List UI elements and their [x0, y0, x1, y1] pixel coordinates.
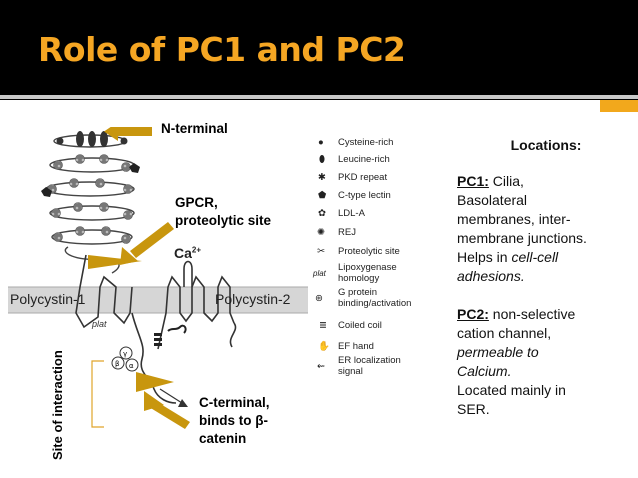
arrow-c-terminal: [144, 391, 190, 429]
slide-title: Role of PC1 and PC2: [38, 30, 406, 69]
pc2-italic: Calcium.: [457, 363, 512, 379]
pc1-transmembrane-path: [75, 254, 133, 329]
site-of-interaction-label: Site of interaction: [50, 350, 65, 460]
pc2-line: Located mainly in: [457, 382, 566, 398]
legend-label: LDL-A: [338, 208, 365, 219]
svg-text:α: α: [129, 362, 134, 370]
pc2-italic: permeable to: [457, 344, 539, 360]
ef-hand-segment: [167, 324, 187, 334]
pc1-line: Cilia,: [492, 173, 524, 189]
legend-label: PKD repeat: [338, 172, 388, 183]
c-type-lectin-segments: [41, 163, 140, 197]
ef-hand-icon: ✋: [318, 341, 330, 352]
arrow-gpcr: [120, 222, 174, 265]
ldl-a-icon: ✿: [318, 208, 326, 219]
svg-text:β: β: [115, 360, 119, 368]
arrow-n-terminal: [104, 127, 152, 141]
pc2-line: SER.: [457, 401, 490, 417]
membrane-band: [8, 287, 308, 313]
locations-heading: Locations:: [510, 137, 582, 153]
pc1-extracellular-chain: [45, 134, 135, 274]
legend-label: REJ: [338, 227, 356, 238]
pc1-location-block: PC1: Cilia, Basolateral membranes, inter…: [457, 172, 635, 286]
c-terminal-label-line3: catenin: [199, 431, 247, 446]
pc1-line: Helps in: [457, 249, 508, 265]
proteolytic-wedge: [88, 255, 142, 269]
cysteine-rich-icon: ●: [318, 137, 324, 148]
pc1-line: membranes, inter-: [457, 211, 571, 227]
rej-icon: ✺: [317, 227, 325, 238]
legend-label: Coiled coil: [338, 320, 382, 331]
plat-icon: plat: [313, 269, 326, 278]
gpcr-label-line1: GPCR,: [175, 195, 218, 210]
legend-label: homology: [338, 273, 380, 284]
svg-text:γ: γ: [123, 350, 127, 358]
n-terminal-label: N-terminal: [161, 121, 228, 136]
er-localization-icon: ⇜: [317, 361, 325, 372]
pc2-location-block: PC2: non-selective cation channel, perme…: [457, 305, 635, 419]
legend-label: binding/activation: [338, 298, 412, 309]
legend-label: EF hand: [338, 341, 374, 352]
legend-label: Leucine-rich: [338, 154, 390, 165]
pc1-italic: cell-cell: [511, 249, 559, 265]
c-terminal-label-line1: C-terminal,: [199, 395, 270, 410]
proteolytic-site-icon: ✂: [317, 246, 325, 257]
polycystin2-label: Polycystin-2: [215, 291, 291, 307]
leucine-rich-segments: [56, 131, 128, 147]
legend-label: Lipoxygenase: [338, 262, 397, 273]
polycystin1-label: Polycystin-1: [10, 291, 86, 307]
legend-label: Proteolytic site: [338, 246, 400, 257]
legend-label: signal: [338, 366, 363, 377]
locations-panel: Locations: PC1: Cilia, Basolateral membr…: [457, 136, 635, 438]
g-protein-icon: ⊛: [315, 293, 323, 304]
legend-label: G protein: [338, 287, 378, 298]
plat-domain-label: plat: [92, 319, 107, 329]
legend-label: Cysteine-rich: [338, 137, 394, 148]
diagram-drawing: γ β α: [8, 127, 308, 429]
title-bar: Role of PC1 and PC2: [0, 0, 638, 100]
calcium-label: Ca2+: [174, 245, 202, 261]
c-terminal-pointer: [159, 388, 183, 404]
pkd-repeat-icon: ✱: [318, 172, 326, 183]
pkd-repeat-segments: [47, 154, 133, 244]
legend-label: ER localization: [338, 355, 401, 366]
pc2-line: non-selective: [492, 306, 576, 322]
polycystin-diagram: γ β α N-terminal GPCR,: [8, 121, 438, 462]
pc1-key: PC1:: [457, 173, 489, 189]
pc1-line: Basolateral: [457, 192, 528, 208]
pc2-channel-path: [157, 275, 235, 350]
c-terminal-label-line2: binds to β-: [199, 413, 268, 428]
pc1-line: membrane junctions.: [457, 230, 587, 246]
c-type-lectin-icon: ⬟: [318, 190, 327, 201]
g-protein-complex: [111, 346, 139, 372]
pc2-line: cation channel,: [457, 325, 552, 341]
leucine-rich-icon: ⬮: [319, 154, 325, 165]
interaction-wedge: [136, 372, 174, 392]
title-underline: [0, 95, 638, 99]
coiled-coil-icon: ≣: [319, 320, 327, 331]
pc1-italic: adhesions.: [457, 268, 525, 284]
legend-label: C-type lectin: [338, 190, 391, 201]
pc2-key: PC2:: [457, 306, 489, 322]
accent-tab: [600, 100, 638, 112]
gpcr-label-line2: proteolytic site: [175, 213, 272, 228]
coiled-coil-segment: [154, 333, 162, 346]
interaction-bracket: [91, 360, 104, 428]
